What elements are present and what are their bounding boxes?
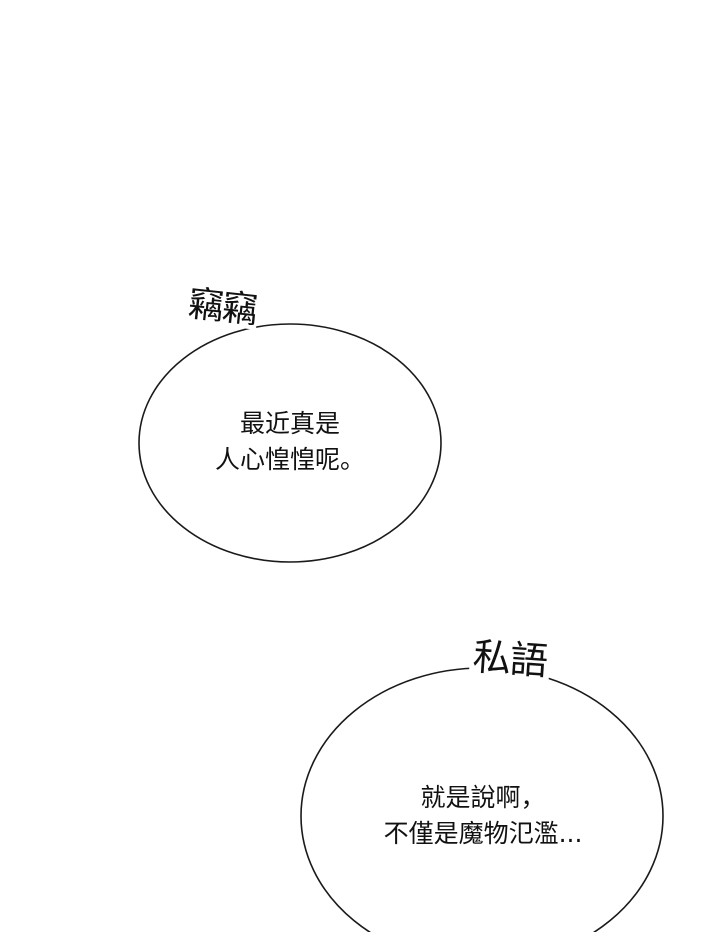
speech-bubble-1-line-1: 最近真是 <box>239 409 340 438</box>
speech-bubble-1-text: 最近真是 人心惶惶呢。 <box>190 406 390 478</box>
speech-bubble-2-line-2: 不僅是魔物氾濫... <box>383 819 583 848</box>
whisper-sfx-1: 竊竊 <box>184 283 260 332</box>
speech-bubble-1-outline <box>138 323 442 563</box>
speech-bubble-2-line-1: 就是說啊， <box>420 783 546 812</box>
speech-bubble-1-line-2: 人心惶惶呢。 <box>214 445 365 474</box>
whisper-sfx-2: 私語 <box>468 634 552 684</box>
speech-bubble-2-text: 就是說啊， 不僅是魔物氾濫... <box>347 780 619 852</box>
